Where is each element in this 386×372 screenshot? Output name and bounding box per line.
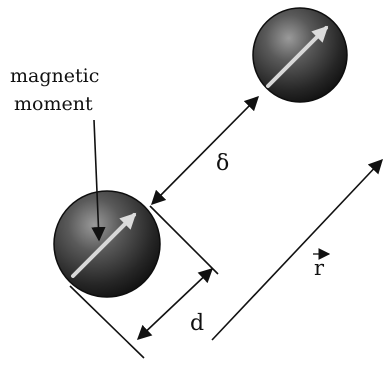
moment-arrow-upper <box>266 25 329 88</box>
separation-label: r <box>314 256 325 280</box>
moment-label-line2: moment <box>14 93 93 115</box>
moment-arrow-lower <box>71 212 137 278</box>
diameter-extension-upper <box>149 205 219 275</box>
separation-vector-arrow <box>211 158 383 341</box>
gap-dimension-arrow <box>150 95 260 206</box>
moment-pointer-arrow <box>91 119 106 242</box>
diameter-extension-lower <box>69 285 145 359</box>
particle-lower <box>53 190 161 298</box>
particle-upper <box>252 7 348 103</box>
gap-label: δ <box>216 151 230 176</box>
diameter-label: d <box>190 311 205 336</box>
diameter-dimension-arrow <box>136 268 214 340</box>
moment-label-line1: magnetic <box>10 65 100 87</box>
